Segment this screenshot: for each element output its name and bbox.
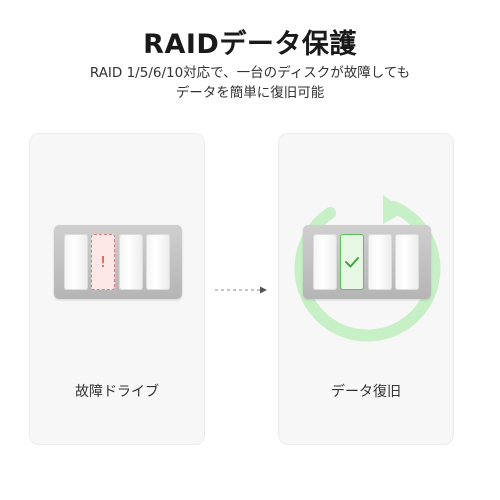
page-title: RAIDデータ保護	[143, 29, 357, 60]
nas-enclosure: !	[54, 225, 182, 299]
drive-bay	[119, 234, 143, 290]
drive-bay	[64, 234, 88, 290]
drive-bay	[368, 234, 392, 290]
dashed-arrow-icon	[215, 286, 267, 294]
failed-drive-label: 故障ドライブ	[75, 384, 159, 400]
exclamation-icon: !	[99, 253, 106, 271]
subtitle-line-2: データを簡単に復旧可能	[175, 85, 325, 101]
drive-bay	[146, 234, 170, 290]
drive-bay	[395, 234, 419, 290]
nas-enclosure	[303, 225, 431, 299]
failed-drive-bay: !	[91, 234, 115, 290]
failed-drive-card: ! 故障ドライブ	[29, 133, 205, 445]
drive-bay	[313, 234, 337, 290]
recovered-drive-bay	[340, 234, 364, 290]
page-subtitle: RAID 1/5/6/10対応で、一台のディスクが故障しても データを簡単に復旧…	[40, 63, 460, 103]
subtitle-line-1: RAID 1/5/6/10対応で、一台のディスクが故障しても	[89, 65, 411, 81]
checkmark-icon	[345, 257, 359, 268]
recovery-label: データ復旧	[331, 384, 401, 400]
recovery-card: データ復旧	[278, 133, 454, 445]
